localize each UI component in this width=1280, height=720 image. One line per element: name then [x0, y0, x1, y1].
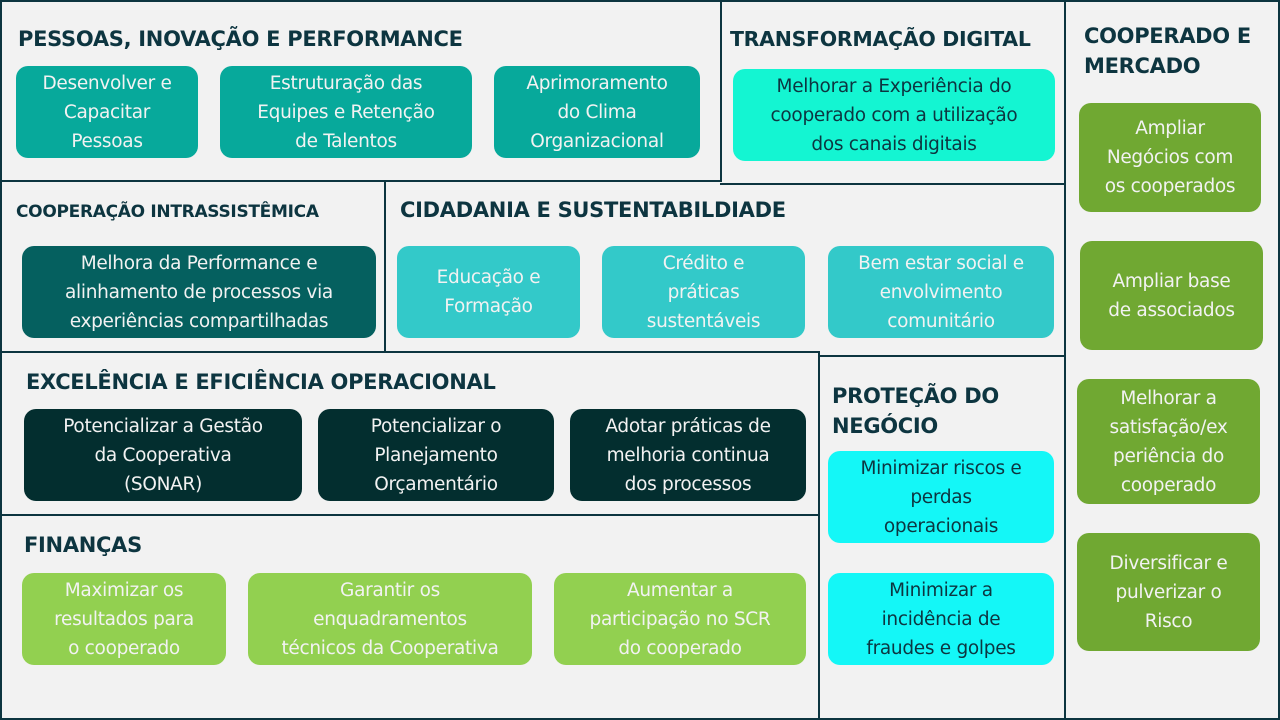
objective-box: Aprimoramento do Clima Organizacional — [494, 66, 700, 158]
objective-box: Estruturação das Equipes e Retenção de T… — [220, 66, 472, 158]
objective-box: Garantir os enquadramentos técnicos da C… — [248, 573, 532, 665]
objective-box: Melhorar a satisfação/ex periência do co… — [1077, 379, 1260, 504]
divider — [818, 355, 1065, 357]
objective-box: Aumentar a participação no SCR do cooper… — [554, 573, 806, 665]
divider — [0, 514, 820, 516]
section-title-protecao: PROTEÇÃO DO NEGÓCIO — [832, 384, 999, 438]
divider — [720, 0, 722, 182]
objective-box: Crédito e práticas sustentáveis — [602, 246, 805, 338]
objective-box: Maximizar os resultados para o cooperado — [22, 573, 226, 665]
objective-box: Minimizar riscos e perdas operacionais — [828, 451, 1054, 543]
section-title-transformacao: TRANSFORMAÇÃO DIGITAL — [730, 27, 1031, 51]
section-title-financas: FINANÇAS — [24, 533, 142, 557]
section-title-excelencia: EXCELÊNCIA E EFICIÊNCIA OPERACIONAL — [26, 370, 496, 394]
objective-box: Adotar práticas de melhoria continua dos… — [570, 409, 806, 501]
section-title-cidadania: CIDADANIA E SUSTENTABILDIADE — [400, 198, 786, 222]
objective-box: Ampliar Negócios com os cooperados — [1079, 103, 1261, 212]
objective-box: Potencializar a Gestão da Cooperativa (S… — [24, 409, 302, 501]
objective-box: Educação e Formação — [397, 246, 580, 338]
divider — [0, 180, 722, 182]
objective-box: Desenvolver e Capacitar Pessoas — [16, 66, 198, 158]
divider — [818, 352, 820, 720]
section-title-cooperacao: COOPERAÇÃO INTRASSISTÊMICA — [16, 202, 319, 222]
divider — [0, 351, 820, 353]
objective-box: Diversificar e pulverizar o Risco — [1077, 533, 1260, 651]
objective-box: Bem estar social e envolvimento comunitá… — [828, 246, 1054, 338]
objective-box: Potencializar o Planejamento Orçamentári… — [318, 409, 554, 501]
section-title-cooperado: COOPERADO E MERCADO — [1084, 24, 1251, 78]
objective-box: Ampliar base de associados — [1080, 241, 1263, 350]
section-title-pessoas: PESSOAS, INOVAÇÃO E PERFORMANCE — [18, 27, 463, 51]
divider — [384, 181, 386, 352]
objective-box: Melhora da Performance e alinhamento de … — [22, 246, 376, 338]
divider — [720, 183, 1066, 185]
divider — [1064, 0, 1066, 720]
objective-box: Melhorar a Experiência do cooperado com … — [733, 69, 1055, 161]
objective-box: Minimizar a incidência de fraudes e golp… — [828, 573, 1054, 665]
